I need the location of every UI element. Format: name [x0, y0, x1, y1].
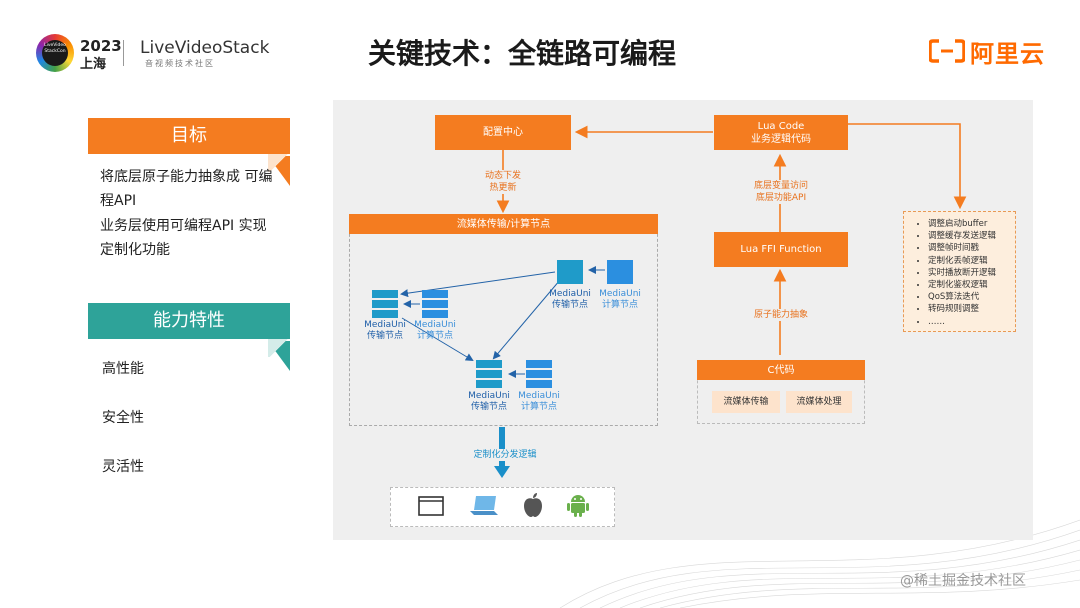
- goal-text-line: 将底层原子能力抽象成 可编: [100, 169, 273, 185]
- event-year: 2023: [80, 37, 122, 55]
- func-api-line: 底层功能API: [755, 193, 807, 203]
- apple-icon: [524, 493, 542, 517]
- config-center-label: 配置中心: [483, 127, 523, 138]
- compute-node-icon: [607, 260, 633, 284]
- company-logo: 阿里云: [970, 40, 1045, 68]
- transport-node-icon: [372, 290, 398, 318]
- list-item: 调整缓存发送逻辑: [928, 230, 1015, 242]
- goal-text-line: 程API: [100, 193, 137, 209]
- android-icon: [567, 495, 589, 517]
- c-sub-streaming-processing: 流媒体处理: [786, 391, 852, 413]
- aliyun-logo-icon: [929, 39, 965, 63]
- list-item: 定制化鉴权逻辑: [928, 279, 1015, 291]
- compute-node-icon: [422, 290, 448, 318]
- feature-item: 高性能: [102, 361, 144, 377]
- list-item: 实时播放断开逻辑: [928, 267, 1015, 279]
- c-code-label: C代码: [767, 364, 795, 376]
- page-title: 关键技术：全链路可编程: [368, 37, 677, 70]
- adjustment-list: 调整启动buffer 调整缓存发送逻辑 调整帧时间戳 定制化丢帧逻辑 实时播放断…: [903, 211, 1016, 332]
- lua-code-label: Lua Code: [757, 120, 805, 132]
- list-item: ……: [928, 316, 1015, 328]
- hot-update-line: 热更新: [489, 183, 517, 193]
- transport-node-icon: [557, 260, 583, 284]
- feature-header: 能力特性: [88, 303, 290, 339]
- list-item: 调整启动buffer: [928, 218, 1015, 230]
- list-item: 定制化丢帧逻辑: [928, 255, 1015, 267]
- lua-code-sublabel: 业务逻辑代码: [751, 133, 811, 145]
- c-code-header: C代码: [697, 360, 865, 380]
- streaming-node-label: 流媒体传输/计算节点: [456, 218, 551, 230]
- list-item: 转码规则调整: [928, 303, 1015, 315]
- atomic-abstraction-label: 原子能力抽象: [748, 309, 814, 321]
- lua-ffi-box: Lua FFI Function: [714, 232, 848, 267]
- dynamic-push-label: 动态下发 热更新: [472, 170, 534, 194]
- feature-header-fold-shade: [268, 339, 290, 357]
- feature-item: 灵活性: [102, 459, 144, 475]
- event-city: 上海: [80, 57, 107, 72]
- event-logo-badge: LiveVideo StackCon: [42, 40, 68, 66]
- transport-node-icon: [476, 360, 502, 388]
- header-divider: [123, 40, 124, 66]
- goal-header: 目标: [88, 118, 290, 154]
- var-access-label: 底层变量访问 底层功能API: [745, 180, 817, 204]
- compute-node-icon: [526, 360, 552, 388]
- var-access-line: 底层变量访问: [753, 181, 808, 191]
- brand-subtitle: 音视频技术社区: [145, 59, 215, 68]
- c-sub-streaming-transport: 流媒体传输: [712, 391, 780, 413]
- feature-item: 安全性: [102, 410, 144, 426]
- config-center-box: 配置中心: [435, 115, 571, 150]
- list-item: QoS算法迭代: [928, 291, 1015, 303]
- goal-header-fold-shade: [268, 154, 290, 172]
- watermark: @稀土掘金技术社区: [900, 573, 1026, 589]
- laptop-icon: [470, 496, 498, 515]
- brand-logo: LiveVideoStack: [140, 38, 270, 58]
- dynamic-push-line: 动态下发: [484, 171, 521, 181]
- goal-text-line: 定制化功能: [100, 242, 170, 258]
- browser-window-icon: [418, 496, 444, 516]
- lua-code-box: Lua Code 业务逻辑代码: [714, 115, 848, 150]
- list-item: 调整帧时间戳: [928, 242, 1015, 254]
- goal-text-line: 业务层使用可编程API 实现: [100, 218, 267, 234]
- custom-dispatch-label: 定制化分发逻辑: [466, 449, 544, 461]
- streaming-node-header: 流媒体传输/计算节点: [349, 214, 658, 234]
- lua-ffi-label: Lua FFI Function: [740, 244, 822, 255]
